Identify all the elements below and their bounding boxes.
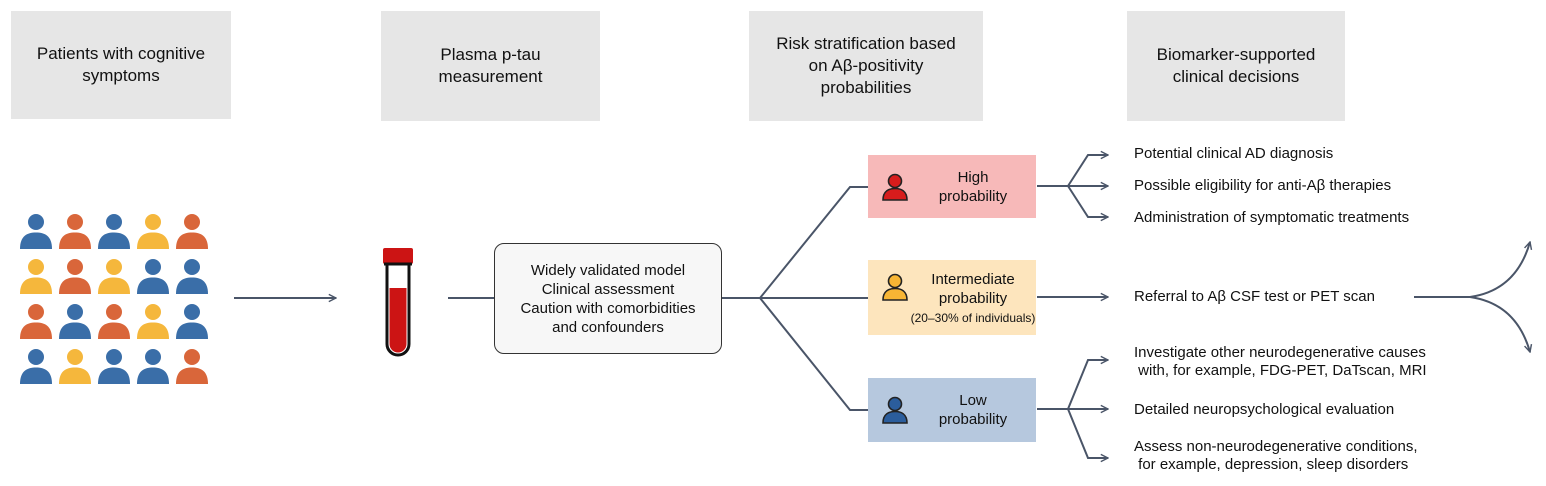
patient-blue-icon: [20, 349, 52, 384]
patient-blue-icon: [137, 259, 169, 294]
patient-yellow-icon: [20, 259, 52, 294]
decision-high-3: Administration of symptomatic treatments: [1134, 209, 1410, 226]
header-stratification: Risk stratification based on Aβ-positivit…: [749, 11, 983, 121]
decision-high-1: Potential clinical AD diagnosis: [1134, 145, 1334, 162]
blood-tube-icon: [383, 248, 413, 357]
patient-orange-icon: [176, 214, 208, 249]
risk-high-line2: probability: [938, 187, 1008, 205]
patient-orange-icon: [20, 304, 52, 339]
model-line-1: Widely validated model: [530, 261, 686, 279]
arrow-referral-down: [1469, 296, 1530, 352]
patient-blue-icon: [98, 214, 130, 249]
model-line-4: and confounders: [552, 318, 664, 336]
patient-blue-icon: [176, 304, 208, 339]
arrow-high-1: [1067, 155, 1108, 187]
arrow-low-3: [1067, 408, 1108, 458]
risk-intermediate-line2: probability: [938, 289, 1008, 307]
patient-orange-icon: [59, 214, 91, 249]
decision-low-1-line1: Investigate other neurodegenerative caus…: [1134, 344, 1426, 361]
person-icon-high: [882, 173, 908, 201]
decision-low-3-line2: for example, depression, sleep disorders: [1134, 456, 1409, 473]
patient-orange-icon: [176, 349, 208, 384]
patients-group: [18, 212, 218, 387]
patient-blue-icon: [59, 304, 91, 339]
branch-to-low: [759, 297, 868, 411]
arrow-high-3: [1067, 185, 1108, 217]
patient-orange-icon: [98, 304, 130, 339]
model-box: Widely validated model Clinical assessme…: [494, 243, 722, 354]
header-stratification-line2: on Aβ-positivity: [808, 56, 924, 75]
patient-yellow-icon: [98, 259, 130, 294]
patient-blue-icon: [20, 214, 52, 249]
header-patients-line2: symptoms: [82, 66, 160, 85]
header-measurement-line1: Plasma p-tau: [440, 45, 541, 64]
risk-low-line2: probability: [938, 411, 1008, 428]
risk-high-line1: High: [957, 168, 989, 186]
arrow-referral-up: [1469, 242, 1530, 298]
risk-intermediate-line1: Intermediate: [931, 270, 1015, 288]
model-line-2: Clinical assessment: [541, 280, 675, 298]
arrow-low-1: [1067, 360, 1108, 410]
header-patients: Patients with cognitive symptoms: [11, 11, 231, 119]
decision-low-1-line2: with, for example, FDG-PET, DaTscan, MRI: [1134, 362, 1427, 379]
header-decisions-line1: Biomarker-supported: [1156, 45, 1316, 64]
model-line-3: Caution with comorbidities: [520, 299, 696, 317]
risk-low-line1: Low: [959, 392, 987, 409]
decision-low-1: Investigate other neurodegenerative caus…: [1134, 344, 1427, 380]
patient-blue-icon: [137, 349, 169, 384]
patient-orange-icon: [59, 259, 91, 294]
branch-to-high: [759, 186, 868, 299]
person-icon-low: [882, 396, 908, 424]
header-stratification-line3: probabilities: [820, 78, 912, 97]
person-icon-intermediate: [882, 273, 908, 301]
decision-high-2: Possible eligibility for anti-Aβ therapi…: [1134, 177, 1392, 194]
decision-low-3-line1: Assess non-neurodegenerative conditions,: [1134, 438, 1418, 455]
header-stratification-line1: Risk stratification based: [776, 34, 956, 53]
risk-low-box: Low probability: [868, 378, 1036, 442]
header-decisions: Biomarker-supported clinical decisions: [1127, 11, 1345, 121]
decision-intermediate-1: Referral to Aβ CSF test or PET scan: [1134, 288, 1375, 305]
header-measurement: Plasma p-tau measurement: [381, 11, 600, 121]
patient-yellow-icon: [59, 349, 91, 384]
header-decisions-line2: clinical decisions: [1172, 67, 1300, 86]
decision-low-2: Detailed neuropsychological evaluation: [1134, 401, 1395, 418]
patient-blue-icon: [176, 259, 208, 294]
decision-low-3: Assess non-neurodegenerative conditions,…: [1134, 438, 1418, 474]
header-patients-line1: Patients with cognitive: [36, 44, 206, 63]
patient-blue-icon: [98, 349, 130, 384]
risk-intermediate-note: (20–30% of individuals): [910, 310, 1036, 325]
header-measurement-line2: measurement: [438, 67, 543, 86]
patient-yellow-icon: [137, 304, 169, 339]
patient-yellow-icon: [137, 214, 169, 249]
